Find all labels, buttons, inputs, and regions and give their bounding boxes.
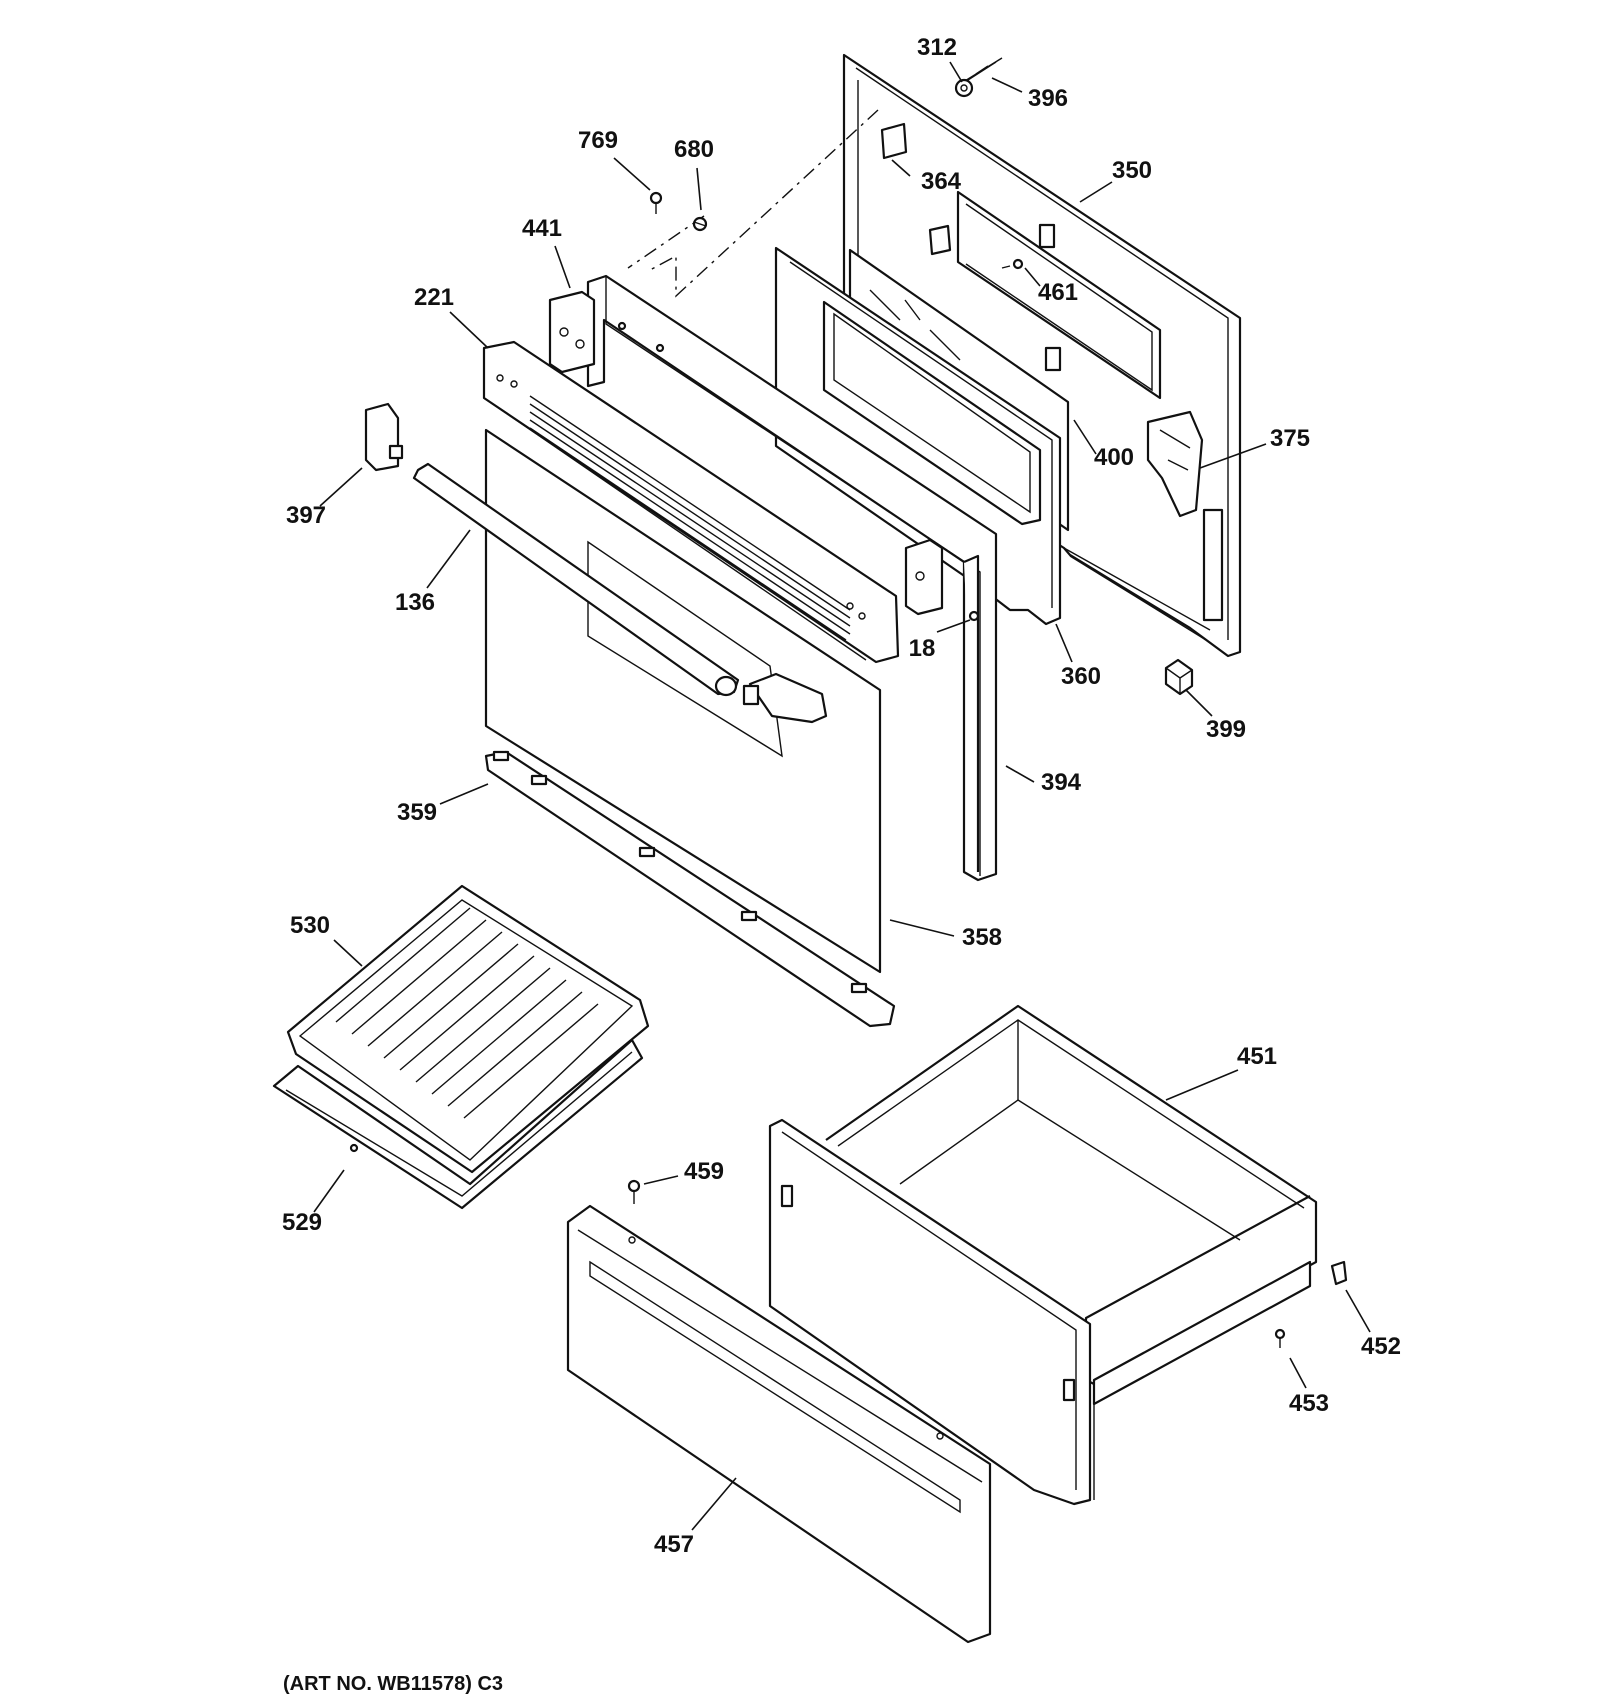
- callout-364: 364: [921, 168, 962, 195]
- leader-line-359: [439, 783, 489, 805]
- door-handle-136: [412, 462, 740, 697]
- callout-452: 452: [1361, 1333, 1401, 1360]
- callout-459: 459: [684, 1158, 724, 1185]
- leader-line-457: [691, 1477, 737, 1531]
- leader-line-529: [313, 1169, 345, 1213]
- callout-400: 400: [1094, 444, 1134, 471]
- glide-452: [1330, 1260, 1348, 1286]
- leader-line-364: [891, 159, 911, 177]
- vent-trim-221: [482, 340, 900, 664]
- callout-769: 769: [578, 127, 618, 154]
- art-number-label: (ART NO. WB11578) C3: [283, 1673, 504, 1695]
- door-frame-394: [586, 274, 998, 882]
- callout-312: 312: [917, 34, 957, 61]
- leader-line-399: [1185, 689, 1213, 717]
- leader-line-358: [889, 919, 955, 937]
- door-front-358: [484, 428, 882, 974]
- leader-line-18: [936, 619, 971, 633]
- leader-line-136: [426, 529, 471, 589]
- callout-358: 358: [962, 924, 1002, 951]
- callout-375: 375: [1270, 425, 1310, 452]
- callout-441: 441: [522, 215, 562, 242]
- callout-221: 221: [414, 284, 454, 311]
- screw-453: [1274, 1328, 1286, 1348]
- leader-line-459: [643, 1175, 679, 1185]
- callout-680: 680: [674, 136, 714, 163]
- leader-line-400: [1073, 419, 1097, 455]
- broiler-grid-530: [286, 884, 650, 1174]
- nut-312: [954, 78, 974, 98]
- callout-394: 394: [1041, 769, 1082, 796]
- screw-459: [627, 1179, 641, 1204]
- broiler-pan-529: [272, 1038, 644, 1210]
- leader-line-350: [1079, 181, 1113, 203]
- leader-line-453: [1289, 1357, 1307, 1389]
- callout-399: 399: [1206, 716, 1246, 743]
- leader-line-360: [1055, 623, 1073, 663]
- screw-461: [1001, 258, 1024, 270]
- callout-18: 18: [909, 635, 936, 662]
- leader-line-375: [1199, 443, 1267, 469]
- callout-layer: 312 396 769 680 364 350 461 441 221 375 400 397 136 1…: [282, 34, 1401, 1558]
- callout-360: 360: [1061, 663, 1101, 690]
- leader-line-396: [991, 77, 1023, 93]
- callout-453: 453: [1289, 1390, 1329, 1417]
- callout-350: 350: [1112, 157, 1152, 184]
- callout-396: 396: [1028, 85, 1068, 112]
- end-cap-397: [364, 402, 404, 472]
- hinge-right: [904, 538, 944, 616]
- screw-769: [649, 191, 663, 214]
- insulation-375: [1146, 410, 1204, 518]
- handle-end-cap: [742, 672, 828, 724]
- bottom-trim-359: [484, 750, 896, 1028]
- screw-18: [968, 610, 980, 622]
- leader-line-461: [1024, 267, 1041, 287]
- callout-529: 529: [282, 1209, 322, 1236]
- block-399: [1164, 658, 1194, 696]
- leader-line-394: [1005, 765, 1035, 783]
- leader-line-441: [554, 245, 571, 289]
- leader-line-312: [949, 61, 963, 83]
- callout-530: 530: [290, 912, 330, 939]
- leader-line-397: [319, 467, 363, 507]
- callout-136: 136: [395, 589, 435, 616]
- drawer-front-457: [566, 1204, 992, 1644]
- callout-461: 461: [1038, 279, 1078, 306]
- callout-457: 457: [654, 1531, 694, 1558]
- hinge-441: [548, 290, 596, 374]
- hinge-bracket-364: [880, 122, 952, 256]
- drawer-side-panel: [768, 1118, 1092, 1506]
- callout-397: 397: [286, 502, 326, 529]
- leader-line-530: [333, 939, 363, 967]
- leader-line-451: [1165, 1069, 1239, 1101]
- outer-door-panel-350: [842, 53, 1242, 658]
- leader-line-769: [613, 157, 651, 191]
- leader-line-680: [696, 167, 702, 211]
- screw-680: [692, 216, 708, 232]
- callout-451: 451: [1237, 1043, 1277, 1070]
- leader-line-221: [449, 311, 489, 349]
- leader-line-452: [1345, 1289, 1371, 1333]
- callout-359: 359: [397, 799, 437, 826]
